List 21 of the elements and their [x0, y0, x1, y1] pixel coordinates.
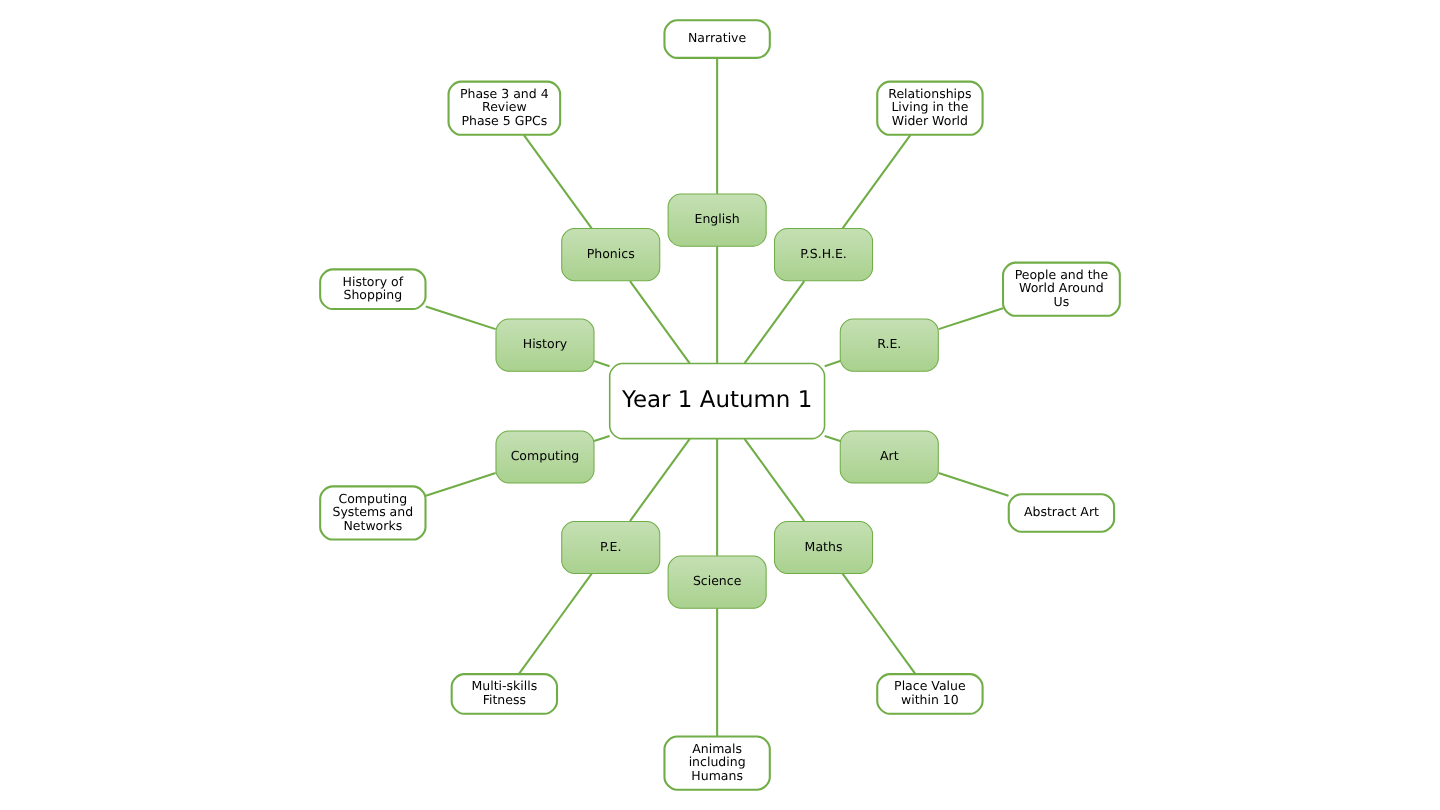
node-box: Year 1 Autumn 1: [608, 362, 826, 440]
connector: [743, 280, 806, 364]
connector: [716, 246, 719, 364]
connector: [517, 573, 593, 675]
connector: [841, 573, 917, 675]
connector: [593, 360, 610, 368]
connector: [824, 435, 841, 443]
connector: [716, 58, 719, 194]
connector: [425, 305, 496, 331]
connector: [716, 439, 719, 556]
connector: [841, 134, 912, 230]
connector: [425, 472, 496, 497]
connector: [743, 438, 806, 522]
connector: [629, 280, 691, 364]
connector: [938, 472, 1009, 497]
connector: [629, 438, 691, 522]
connector: [523, 134, 593, 230]
connector: [593, 435, 610, 443]
connector: [824, 360, 841, 368]
connector: [716, 608, 719, 737]
connector: [938, 307, 1004, 331]
